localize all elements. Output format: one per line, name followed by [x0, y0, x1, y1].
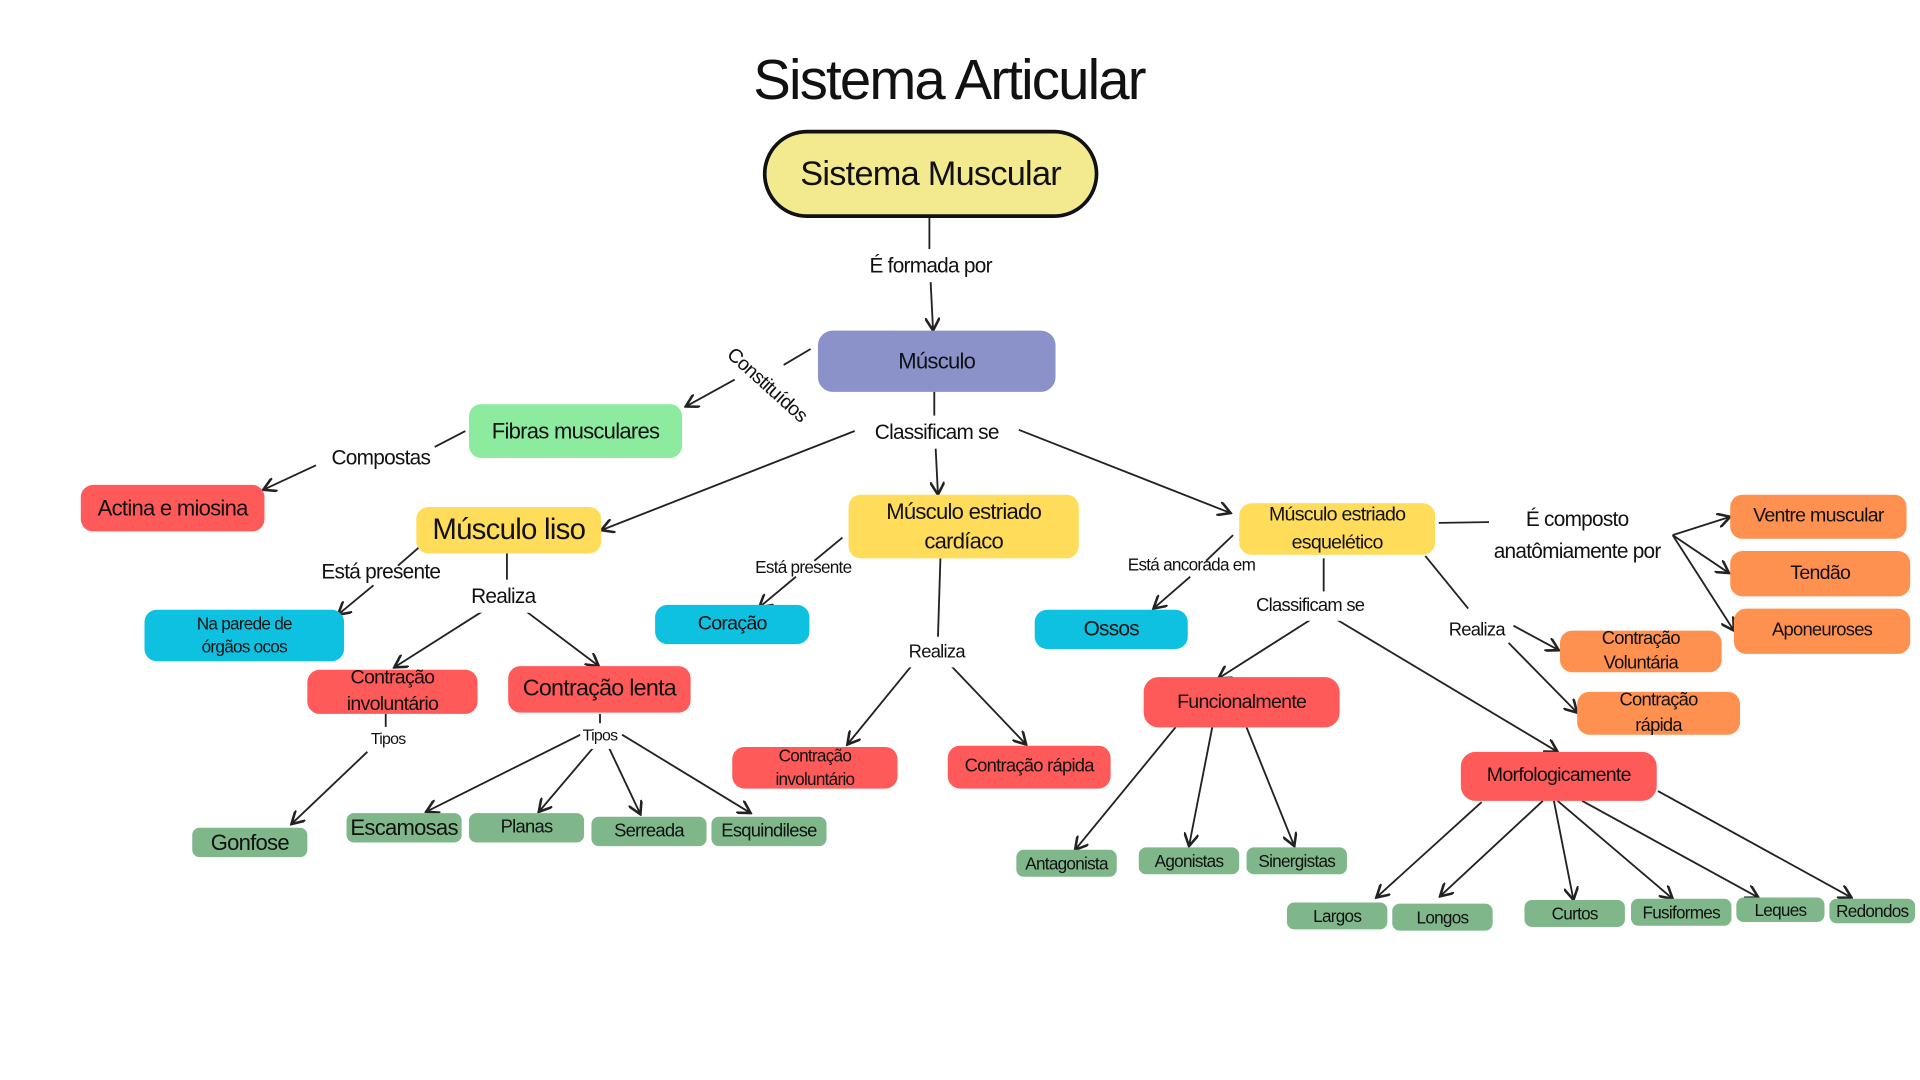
node-ossos: Ossos	[1034, 609, 1188, 649]
node-liso-contracao-involuntario: Contração involuntário	[307, 668, 478, 715]
node-escamosas: Escamosas	[346, 813, 462, 843]
node-largos: Largos	[1286, 902, 1388, 930]
node-fusiformes: Fusiformes	[1631, 898, 1732, 926]
label-esta-ancorada-em: Está ancorada em	[1127, 554, 1256, 575]
label-realiza: Realiza	[906, 637, 968, 668]
node-sinergistas: Sinergistas	[1246, 847, 1347, 875]
node-redondos: Redondos	[1829, 898, 1916, 924]
node-ventre-muscular: Ventre muscular	[1730, 494, 1907, 539]
label-tipos: Tipos	[580, 723, 620, 749]
node-parede-orgaos: Na parede de órgãos ocos	[144, 609, 345, 662]
node-fibras-musculares: Fibras musculares	[468, 404, 683, 458]
node-tendao: Tendão	[1730, 551, 1911, 597]
node-musculo-cardiaco: Músculo estriado cardíaco	[848, 494, 1079, 559]
node-musculo-esqueletico: Músculo estriado esquelético	[1239, 503, 1436, 555]
node-esquindilese: Esquindilese	[711, 816, 827, 847]
node-contracao-lenta: Contração lenta	[508, 666, 691, 713]
node-curtos: Curtos	[1524, 900, 1625, 927]
node-actina-miosina: Actina e miosina	[80, 484, 265, 532]
node-sistema-muscular: Sistema Muscular	[762, 129, 1099, 218]
node-planas: Planas	[468, 813, 585, 843]
node-aponeuroses: Aponeuroses	[1733, 608, 1911, 654]
node-contracao-voluntaria: Contração Voluntária	[1560, 628, 1722, 673]
label-tipos: Tipos	[368, 726, 408, 753]
node-musculo-liso: Músculo liso	[416, 506, 602, 554]
node-musculo: Músculo	[817, 330, 1056, 392]
node-morfologicamente: Morfologicamente	[1460, 751, 1657, 801]
label-formada-por: É formada por	[866, 249, 995, 283]
label-realiza: Realiza	[468, 579, 538, 613]
node-funcionalmente: Funcionalmente	[1143, 677, 1340, 728]
node-gonfose: Gonfose	[192, 827, 308, 858]
node-longos: Longos	[1392, 903, 1493, 931]
node-cardiaco-contracao-involuntario: Contração involuntário	[732, 746, 898, 789]
node-serreada: Serreada	[591, 816, 707, 847]
label-esta-presente: Está presente	[755, 556, 852, 577]
node-leques: Leques	[1736, 897, 1825, 923]
node-antagonista: Antagonista	[1016, 849, 1117, 877]
label-compostas: Compostas	[329, 441, 433, 475]
node-agonistas: Agonistas	[1138, 847, 1240, 875]
label-classificam-se: Classificam se	[872, 415, 1002, 449]
node-esqueletico-contracao-rapida: Contração rápida	[1577, 690, 1741, 735]
label-realiza: Realiza	[1446, 615, 1508, 646]
label-classificam-se: Classificam se	[1253, 591, 1367, 621]
node-cardiaco-contracao-rapida: Contração rápida	[947, 745, 1111, 789]
label-composto-anatomicamente: É composto anatômiamente por	[1488, 503, 1666, 567]
label-esta-presente: Está presente	[321, 560, 441, 584]
node-coracao: Coração	[655, 604, 810, 645]
page-title: Sistema Articular	[753, 47, 1146, 112]
